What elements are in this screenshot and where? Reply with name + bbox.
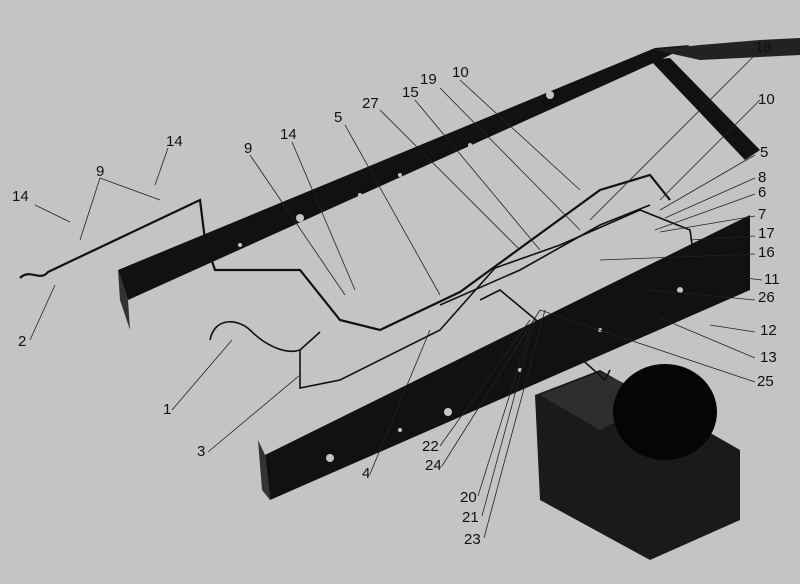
callout-25: 25 — [757, 373, 774, 390]
callout-labels: 18 10 19 27 15 5 14 9 14 9 14 10 5 8 6 7… — [12, 39, 780, 548]
callout-27: 27 — [362, 95, 379, 112]
upper-frame-rail — [118, 38, 800, 330]
callout-5: 5 — [334, 109, 342, 126]
callout-22: 22 — [422, 438, 439, 455]
callout-13: 13 — [760, 349, 777, 366]
callout-10: 10 — [758, 91, 775, 108]
callout-24: 24 — [425, 457, 442, 474]
callout-1: 1 — [163, 401, 171, 418]
air-reservoir — [535, 364, 740, 560]
callout-11: 11 — [764, 271, 780, 288]
callout-12: 12 — [760, 322, 777, 339]
callout-14: 14 — [166, 133, 183, 150]
callout-10: 10 — [452, 64, 469, 81]
callout-8: 8 — [758, 169, 766, 186]
callout-6: 6 — [758, 184, 766, 201]
callout-19: 19 — [420, 71, 437, 88]
callout-20: 20 — [460, 489, 477, 506]
callout-14: 14 — [280, 126, 297, 143]
callout-16: 16 — [758, 244, 775, 261]
callout-23: 23 — [464, 531, 481, 548]
callout-26: 26 — [758, 289, 775, 306]
leader-lines — [29, 49, 763, 539]
callout-9: 9 — [244, 140, 252, 157]
callout-9: 9 — [96, 163, 104, 180]
callout-4: 4 — [362, 465, 370, 482]
callout-2: 2 — [18, 333, 26, 350]
callout-7: 7 — [758, 206, 766, 223]
callout-5: 5 — [760, 144, 768, 161]
callout-17: 17 — [758, 225, 775, 242]
callout-14: 14 — [12, 188, 29, 205]
lower-frame-rail — [258, 215, 750, 500]
callout-3: 3 — [197, 443, 205, 460]
callout-18: 18 — [755, 39, 772, 56]
brake-pipes — [19, 173, 701, 389]
callout-21: 21 — [462, 509, 479, 526]
callout-15: 15 — [402, 84, 419, 101]
